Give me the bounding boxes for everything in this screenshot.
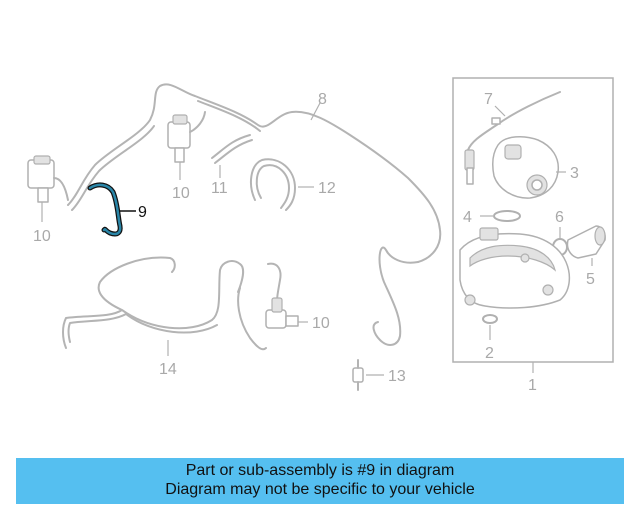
- hose-12: [249, 158, 296, 211]
- callout-2: 2: [485, 345, 494, 362]
- pipe-13-line: [372, 246, 419, 346]
- parts-diagram: 1 2 3 4 5 6 7 8 9 10 10 10 11 12 13 14: [27, 77, 614, 394]
- gasket-4: [493, 210, 521, 222]
- hose-11: [211, 134, 251, 159]
- pipe-14: [62, 256, 245, 349]
- pipe-14-inner: [67, 313, 218, 343]
- callout-8: 8: [318, 91, 327, 108]
- valve-10-bottom: [265, 297, 308, 329]
- hose-9-highlighted: [87, 182, 123, 237]
- callout-6: 6: [555, 209, 564, 226]
- callout-10-bottom: 10: [312, 315, 330, 332]
- callout-1: 1: [528, 377, 537, 394]
- pipe-8: [67, 83, 442, 263]
- part-5: [566, 225, 606, 266]
- banner-line-1: Part or sub-assembly is #9 in diagram: [185, 462, 455, 479]
- callout-13: 13: [388, 368, 406, 385]
- valve-3: [492, 135, 566, 199]
- callout-5: 5: [586, 271, 595, 288]
- callout-12: 12: [318, 180, 336, 197]
- hose-9-highlight-fill: [88, 183, 122, 236]
- callout-14: 14: [159, 361, 177, 378]
- callout-7: 7: [484, 91, 493, 108]
- callout-10-center: 10: [172, 185, 190, 202]
- valve-10-left: [27, 155, 69, 222]
- oring-2: [482, 314, 498, 324]
- assembly-1-frame: [452, 77, 614, 363]
- hose-11-inner: [214, 139, 253, 164]
- fitting-13: [352, 359, 384, 391]
- pipe-8-inner: [71, 100, 261, 211]
- sensor-7: [464, 91, 561, 185]
- callout-8-leader: [310, 102, 321, 121]
- hose-12-inner: [255, 164, 290, 209]
- info-banner: Part or sub-assembly is #9 in diagram Di…: [16, 458, 624, 504]
- callout-10-left: 10: [33, 228, 51, 245]
- valve-10-center: [167, 111, 206, 180]
- housing-assembly: [459, 227, 571, 309]
- banner-line-2: Diagram may not be specific to your vehi…: [165, 481, 475, 498]
- callout-4: 4: [463, 209, 472, 226]
- callout-9: 9: [138, 204, 147, 221]
- callout-11: 11: [211, 180, 228, 197]
- callout-3: 3: [570, 165, 579, 182]
